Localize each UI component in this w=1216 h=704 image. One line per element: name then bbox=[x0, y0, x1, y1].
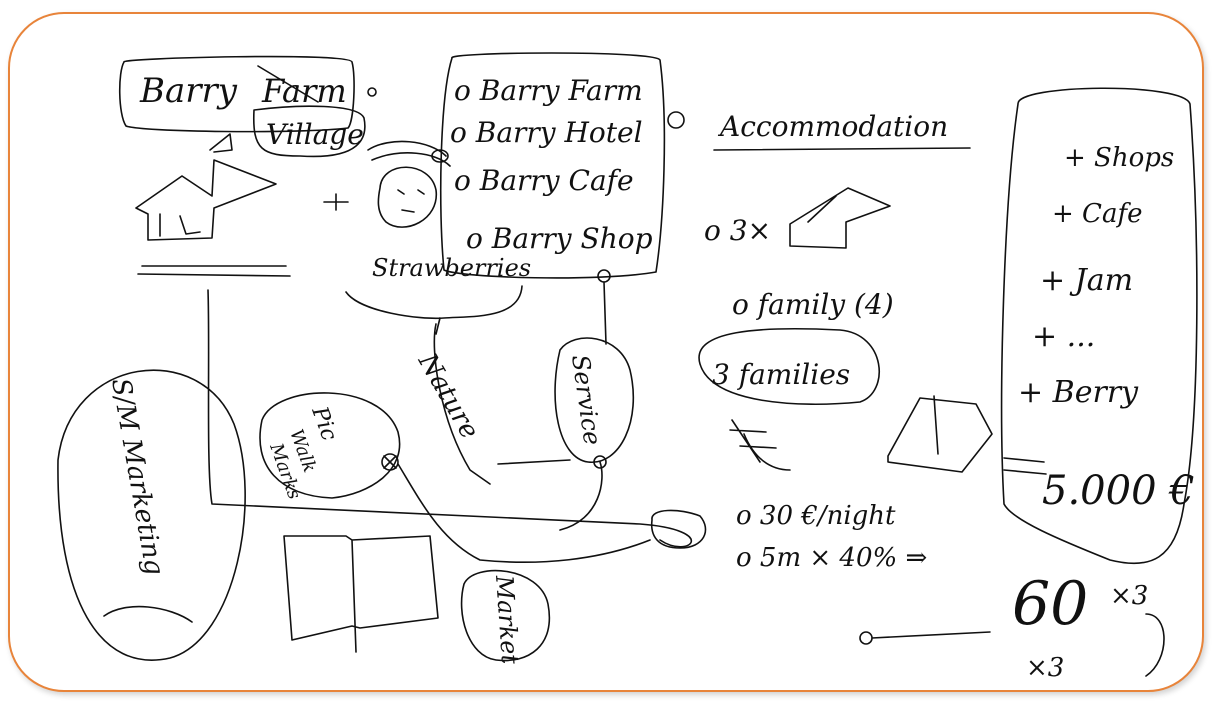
menu-box: o Barry Farm o Barry Hotel o Barry Cafe … bbox=[439, 52, 666, 345]
x3-bottom-label: ×3 bbox=[1026, 653, 1064, 683]
families-label: 3 families bbox=[712, 358, 850, 391]
strawberries-label: Strawberries bbox=[372, 254, 531, 282]
right-list-frame bbox=[1000, 87, 1198, 565]
pic-walk-node: Pic Walk Marks bbox=[259, 392, 401, 502]
price-node bbox=[650, 509, 707, 549]
price-label: o 30 €/night bbox=[736, 501, 896, 531]
title-bullet bbox=[367, 87, 377, 97]
title-block: Barry Farm Village bbox=[118, 55, 377, 158]
house-sketch bbox=[135, 133, 349, 277]
title-farm-struck: Farm bbox=[261, 72, 347, 110]
menu-farm: o Barry Farm bbox=[454, 74, 643, 107]
accommodation-block: Accommodation o 3× o family (4) 3 famili… bbox=[667, 110, 1165, 683]
market-label: Market bbox=[490, 573, 524, 665]
cabin-icon bbox=[789, 187, 891, 249]
sm-marketing-node: S/M Marketing bbox=[57, 369, 246, 661]
x3-top-label: ×3 bbox=[1110, 581, 1148, 611]
house-outline bbox=[887, 395, 993, 473]
whiteboard-frame bbox=[8, 12, 1204, 692]
village-box bbox=[252, 105, 366, 158]
farm-strikethrough bbox=[257, 65, 319, 103]
face-sketch bbox=[345, 140, 523, 335]
menu-hotel: o Barry Hotel bbox=[450, 116, 643, 149]
title-barry: Barry bbox=[139, 71, 238, 111]
menu-cafe: o Barry Cafe bbox=[454, 164, 634, 197]
title-box bbox=[118, 55, 355, 133]
three-x-label: o 3× bbox=[704, 214, 771, 247]
sm-marketing-label: S/M Marketing bbox=[105, 376, 169, 577]
menu-connector bbox=[597, 269, 611, 283]
service-node: Service bbox=[554, 337, 635, 469]
cafe-label: + Cafe bbox=[1052, 199, 1142, 229]
five-thousand-label: 5.000 € bbox=[1042, 468, 1195, 514]
family-label: o family (4) bbox=[732, 288, 894, 321]
sixty-label: 60 bbox=[1012, 569, 1088, 639]
shops-label: + Shops bbox=[1064, 143, 1174, 173]
more-label: + ... bbox=[1032, 319, 1095, 354]
menu-shop: o Barry Shop bbox=[466, 222, 653, 255]
accommodation-title: Accommodation bbox=[717, 110, 948, 143]
book-sketch bbox=[283, 535, 439, 653]
menu-frame bbox=[439, 52, 666, 279]
families-oval bbox=[698, 327, 881, 406]
right-list-block: + Shops + Cafe + Jam + ... + Berry 5.000… bbox=[887, 87, 1198, 565]
service-label: Service bbox=[566, 353, 606, 447]
jam-label: + Jam bbox=[1040, 263, 1133, 298]
berry-label: + Berry bbox=[1018, 375, 1139, 410]
market-node: Market bbox=[460, 569, 551, 665]
sixty-connector bbox=[859, 631, 991, 645]
five-m-label: o 5m × 40% ⇒ bbox=[736, 543, 927, 573]
title-village: Village bbox=[266, 118, 364, 151]
nature-label: Nature bbox=[411, 348, 484, 445]
pic-label: Pic bbox=[306, 403, 342, 445]
